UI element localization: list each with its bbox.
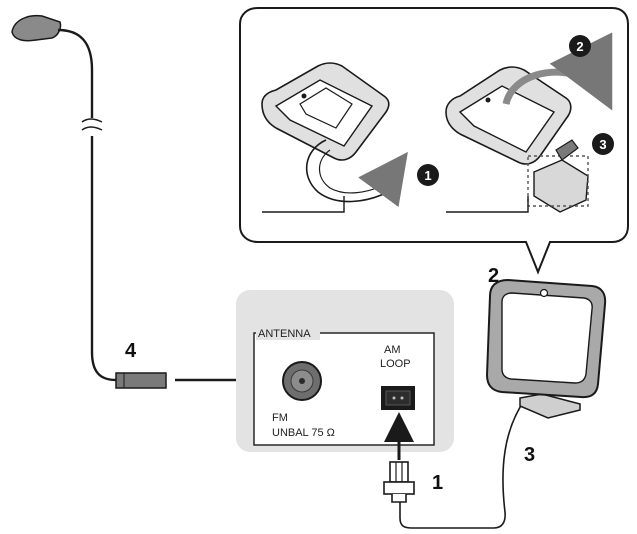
step-3-label: 3 bbox=[524, 444, 535, 466]
antenna-label-box bbox=[256, 326, 320, 340]
fm-antenna-wire-lower bbox=[90, 136, 117, 382]
inset-step-1-badge: 1 bbox=[417, 164, 439, 186]
am-plug bbox=[383, 461, 415, 503]
inset-right-loop-attach bbox=[445, 32, 613, 213]
inset-step-2-badge: 2 bbox=[569, 35, 591, 57]
step-4-label: 4 bbox=[125, 340, 137, 362]
step-1-label: 1 bbox=[432, 472, 443, 494]
am-label: AM bbox=[384, 344, 401, 356]
loop-label: LOOP bbox=[380, 358, 411, 370]
fm-antenna-plug bbox=[115, 372, 167, 389]
inset-clip-highlight bbox=[527, 155, 589, 207]
am-loop-cable bbox=[399, 397, 527, 529]
fm-antenna-wire bbox=[57, 28, 94, 118]
am-loop-stand bbox=[519, 393, 581, 419]
fm-label: FM bbox=[272, 412, 288, 424]
svg-text:3: 3 bbox=[599, 137, 606, 152]
wire-break-mark bbox=[81, 118, 103, 123]
fm-impedance-label: UNBAL 75 Ω bbox=[272, 427, 335, 439]
inset-left-unfold-arrow bbox=[358, 151, 408, 208]
fm-wire-antenna bbox=[11, 14, 167, 389]
fm-jack bbox=[282, 361, 322, 401]
svg-text:1: 1 bbox=[424, 168, 431, 183]
inset-rotate-arrow bbox=[502, 32, 613, 111]
inset-left-loop-unfold bbox=[261, 62, 408, 213]
step-2-label: 2 bbox=[488, 265, 499, 287]
assembly-inset: 1 2 3 bbox=[239, 7, 629, 275]
svg-text:2: 2 bbox=[576, 39, 583, 54]
inset-step-3-badge: 3 bbox=[592, 133, 614, 155]
wire-break-mark-2 bbox=[81, 126, 103, 131]
fm-antenna-end-tab bbox=[11, 14, 62, 42]
antenna-label: ANTENNA bbox=[258, 328, 311, 340]
am-loop-antenna bbox=[485, 278, 607, 419]
rear-panel: ANTENNA FM UNBAL 75 Ω AM LOOP bbox=[236, 290, 454, 452]
